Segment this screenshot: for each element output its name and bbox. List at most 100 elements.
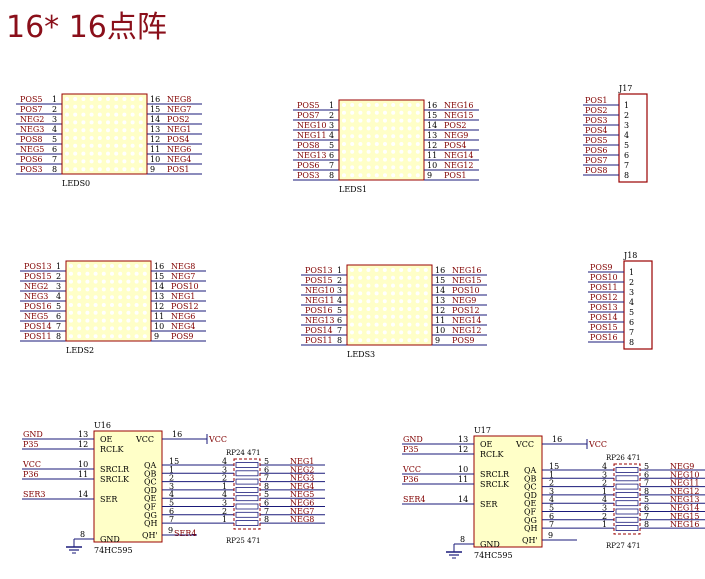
led-dot	[399, 126, 404, 131]
resistor-element	[615, 467, 639, 473]
led-dot	[382, 330, 387, 335]
led-dot	[350, 103, 355, 107]
led-dot	[101, 271, 106, 276]
led-dot	[126, 295, 131, 300]
led-dot	[89, 112, 94, 117]
vcc-pin-label: VCC	[515, 440, 534, 449]
matrix-pin-number: 11	[427, 151, 437, 160]
led-dot	[415, 134, 420, 139]
connector-label: POS1	[585, 96, 608, 105]
led-dot	[89, 104, 94, 109]
shift-register-part: 74HC595	[474, 551, 513, 560]
output-net-label: NEG15	[670, 512, 699, 521]
matrix-pin-number: 1	[56, 262, 61, 271]
led-dot	[382, 307, 387, 311]
resistor-element	[235, 520, 259, 526]
output-net-label: NEG2	[290, 465, 314, 474]
led-dot	[122, 143, 127, 148]
led-dot	[138, 159, 143, 164]
shift-register-pin-number: 3	[169, 482, 174, 491]
led-dot	[391, 118, 396, 123]
led-dot	[415, 173, 420, 178]
led-dot	[77, 295, 82, 300]
led-dot	[73, 112, 78, 117]
led-dot	[382, 291, 387, 296]
connector-body	[618, 93, 648, 183]
led-dot	[342, 118, 346, 123]
led-dot	[93, 334, 98, 339]
shift-register-pin-label: OE	[480, 440, 493, 449]
led-dot	[391, 126, 396, 131]
led-dot	[73, 143, 78, 148]
resistor-pack-outline	[613, 463, 641, 535]
led-dot	[391, 314, 395, 319]
led-dot	[391, 299, 395, 304]
shift-register-ref: U16	[94, 421, 111, 430]
led-dot	[85, 287, 90, 292]
resistor-pin-number: 8	[644, 487, 649, 496]
led-dot	[342, 103, 346, 107]
led-dot	[110, 271, 114, 276]
led-dot	[81, 112, 86, 117]
matrix-pin-number: 9	[150, 165, 155, 174]
matrix-pin-number: 4	[52, 125, 57, 134]
resistor-pin-number: 3	[602, 504, 607, 513]
shift-register-pin-number: 11	[458, 475, 468, 484]
led-dot	[69, 310, 73, 315]
led-dot	[374, 283, 379, 288]
led-dot	[114, 120, 119, 125]
connector-label: POS8	[585, 166, 608, 175]
led-dot	[358, 307, 363, 311]
matrix-right-label: POS10	[452, 286, 480, 295]
matrix-pin-number: 14	[435, 286, 445, 295]
led-dot	[114, 128, 119, 133]
matrix-right-label: NEG15	[444, 111, 473, 120]
shift-register-pin-number: 1	[169, 465, 174, 474]
led-dot	[358, 134, 363, 139]
led-dot	[122, 167, 127, 172]
shift-register-net-label: VCC	[402, 465, 421, 474]
led-dot	[106, 120, 110, 125]
connector-pin-number: 7	[624, 161, 629, 170]
led-dot	[69, 264, 73, 268]
shift-register-pin-label: QG	[144, 511, 157, 520]
led-dot	[85, 310, 90, 315]
led-dot	[93, 326, 98, 331]
led-dot	[114, 112, 119, 117]
led-dot	[366, 110, 371, 115]
shift-register-pin-label: QH	[524, 524, 538, 533]
led-dot	[97, 104, 102, 109]
matrix-pin-number: 1	[337, 266, 342, 275]
resistor-element	[615, 525, 639, 531]
led-dot	[366, 268, 371, 272]
led-dot	[142, 279, 147, 284]
shift-register-pin-number: 11	[78, 470, 88, 479]
led-dot	[85, 303, 90, 307]
resistor-pin-number: 4	[602, 495, 607, 504]
matrix-left-label: POS16	[24, 302, 52, 311]
led-dot	[73, 151, 78, 156]
led-dot	[423, 275, 428, 280]
led-dot	[118, 271, 123, 276]
led-dot	[358, 283, 363, 288]
led-dot	[415, 299, 420, 304]
led-dot	[383, 110, 387, 115]
led-dot	[106, 143, 110, 148]
shift-register-pin-label: RCLK	[100, 445, 124, 454]
output-net-label: NEG6	[290, 499, 314, 508]
led-dot	[399, 322, 404, 327]
led-dot	[350, 142, 355, 146]
led-dot	[415, 307, 420, 311]
shift-register-pin-label: GND	[100, 535, 120, 544]
matrix-pin-number: 7	[329, 161, 334, 170]
led-dot	[69, 279, 73, 284]
led-dot	[118, 287, 123, 292]
connector-pin-number: 4	[629, 298, 634, 307]
resistor-element	[235, 470, 259, 477]
cascade-net-label: SER4	[174, 529, 196, 538]
resistor-pack-label: RP26 471	[606, 454, 640, 462]
led-dot	[399, 142, 404, 146]
led-dot	[391, 110, 396, 115]
matrix-pin-number: 1	[329, 101, 334, 110]
shift-register-net-label: GND	[403, 435, 423, 444]
